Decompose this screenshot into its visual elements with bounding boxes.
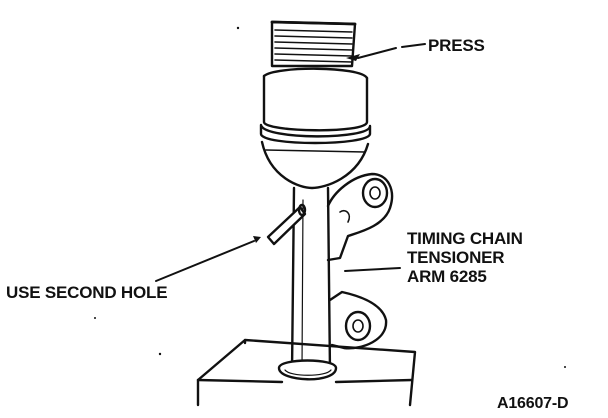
tensioner-label-line-2: TENSIONER	[407, 248, 505, 267]
tensioner-label-line-3: ARM 6285	[407, 267, 487, 286]
tensioner-arm-label: TIMING CHAIN TENSIONER ARM 6285	[407, 229, 523, 286]
figure-id: A16607-D	[497, 395, 569, 412]
retaining-pin	[266, 203, 307, 246]
tensioner-label-line-1: TIMING CHAIN	[407, 229, 523, 248]
scan-speckles	[94, 26, 566, 368]
press-shaft	[277, 186, 338, 381]
second-hole-label: USE SECOND HOLE	[6, 283, 168, 302]
press-threaded-end	[270, 20, 357, 68]
base-block	[196, 338, 417, 407]
press-body	[259, 67, 372, 190]
tensioner-arm	[326, 172, 394, 350]
press-label: PRESS	[428, 36, 485, 55]
leader-lines	[155, 43, 426, 282]
